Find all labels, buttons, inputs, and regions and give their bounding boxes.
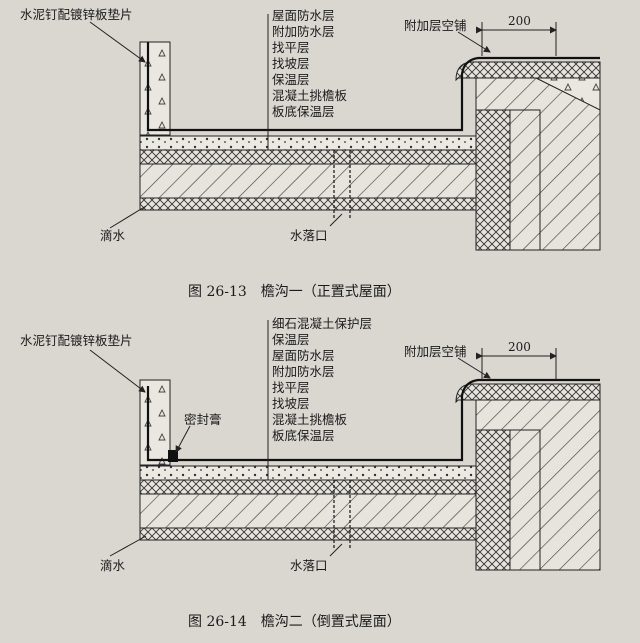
fig2-right-label: 附加层空铺 xyxy=(404,344,467,359)
fig2-layer-6: 混凝土挑檐板 xyxy=(272,412,348,427)
protection-layer xyxy=(139,465,477,481)
fig2-layer-0: 细石混凝土保护层 xyxy=(272,316,372,331)
fig2-layer-5: 找坡层 xyxy=(272,396,310,411)
fig2-layer-1: 保温层 xyxy=(272,332,310,347)
gutter-lip xyxy=(139,379,171,466)
fig2-drip-label: 滴水 xyxy=(100,558,126,573)
fig2-layer-4: 找平层 xyxy=(272,380,310,395)
fig1-layer-5: 混凝土挑檐板 xyxy=(272,88,348,103)
fig2-left-label: 水泥钉配镀锌板垫片 xyxy=(20,333,133,348)
fig2-layer-7: 板底保温层 xyxy=(272,428,335,443)
eave-slab xyxy=(139,163,487,199)
fig1-right-label: 附加层空铺 xyxy=(404,18,467,33)
fig1-layer-6: 板底保温层 xyxy=(272,104,335,119)
drain-outlet xyxy=(333,480,351,548)
fig1-layer-0: 屋面防水层 xyxy=(272,8,335,23)
soffit-insulation xyxy=(139,197,487,211)
fig2-layer-3: 附加防水层 xyxy=(272,364,335,379)
fig1-outlet-label: 水落口 xyxy=(290,228,328,243)
fig1-dimension: 200 xyxy=(508,14,531,28)
fig2-dimension: 200 xyxy=(508,340,531,354)
soffit-insulation xyxy=(139,527,487,541)
fig1-layer-4: 保温层 xyxy=(272,72,310,87)
fig2-outlet-label: 水落口 xyxy=(290,558,328,573)
waterproof-membrane xyxy=(146,42,600,132)
fig1-layer-3: 找坡层 xyxy=(272,56,310,71)
fig1-layer-2: 找平层 xyxy=(272,40,310,55)
fig2-caption: 图 26-14 檐沟二（倒置式屋面） xyxy=(188,614,401,630)
insulation-layer xyxy=(139,479,477,495)
fig1-left-label: 水泥钉配镀锌板垫片 xyxy=(20,7,133,22)
fig2-layer-2: 屋面防水层 xyxy=(272,348,335,363)
drain-outlet xyxy=(333,150,351,218)
eave-slab xyxy=(139,493,487,529)
fig1-caption: 图 26-13 檐沟一（正置式屋面） xyxy=(188,284,401,300)
fig1-drip-label: 滴水 xyxy=(100,228,126,243)
fig2-sealant-label: 密封膏 xyxy=(184,412,222,427)
dotted-layer xyxy=(139,135,477,151)
waterproof-membrane xyxy=(146,378,600,462)
figure-26-14: 水泥钉配镀锌板垫片 细石混凝土保护层 保温层 屋面防水层 附加防水层 找平层 找… xyxy=(20,316,601,630)
fig1-layer-1: 附加防水层 xyxy=(272,24,335,39)
sealant-block xyxy=(168,450,178,462)
insulation-layer xyxy=(139,149,477,165)
gutter-lip xyxy=(139,41,171,136)
figure-26-13: 水泥钉配镀锌板垫片 屋面防水层 附加防水层 找平层 找坡层 保温层 混凝土挑檐板… xyxy=(20,7,601,300)
